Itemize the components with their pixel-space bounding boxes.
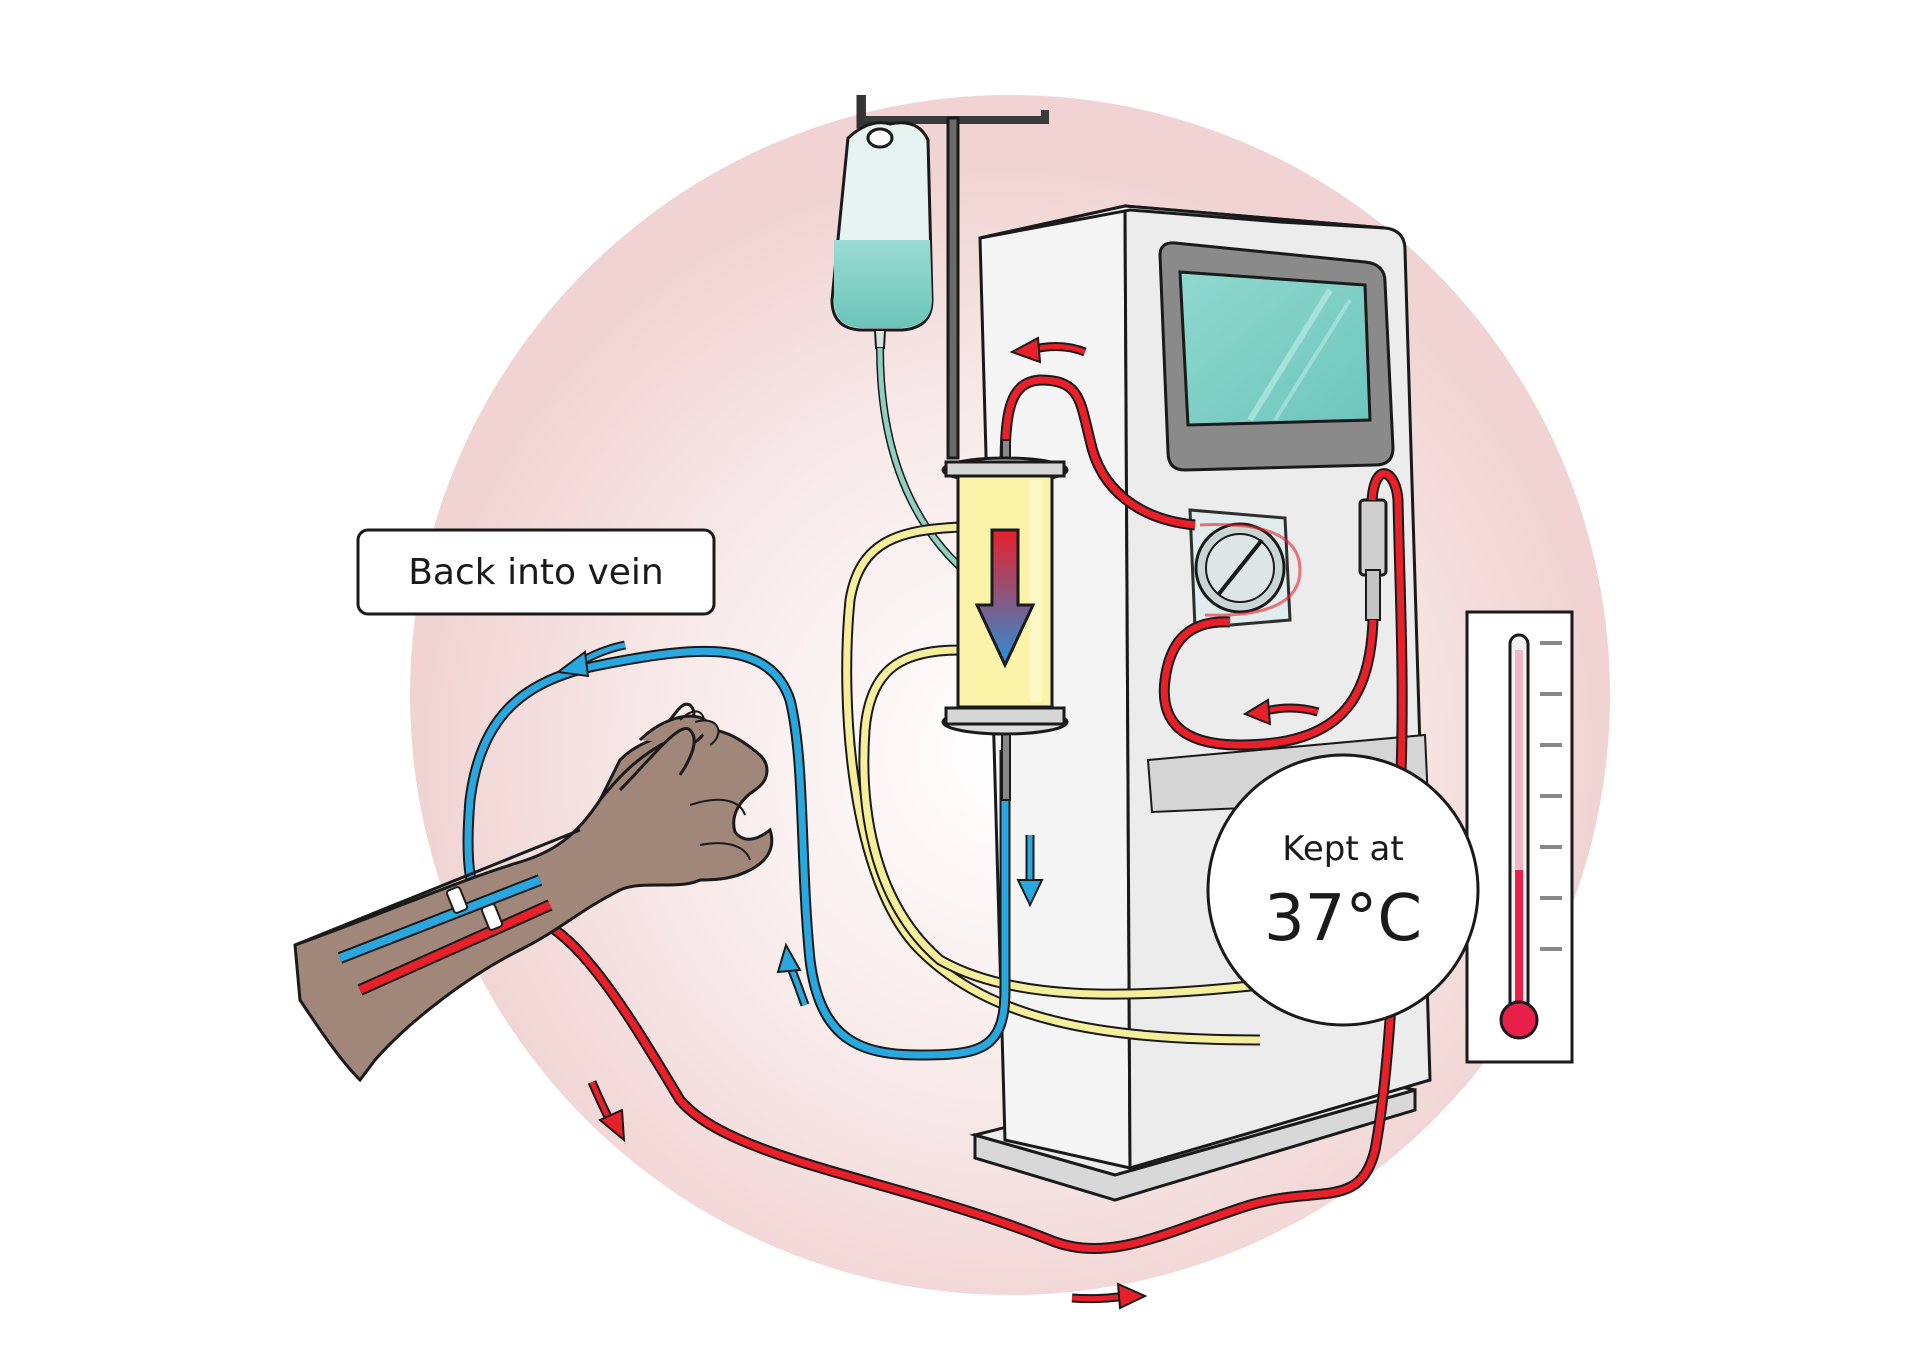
temperature-callout-line2: 37°C [1264,882,1422,956]
temperature-callout: Kept at 37°C [1206,753,1480,1027]
flow-arrows [555,336,1320,1310]
temperature-callout-line1: Kept at [1282,829,1403,869]
iv-bag-icon [830,95,1049,584]
hand-icon [293,702,774,1083]
vein-callout-text: Back into vein [408,552,664,593]
dialyzer-filter-icon [941,439,1069,801]
blood-pump-icon [1188,508,1302,630]
thermometer-icon [1465,610,1574,1064]
dialysate-lines [841,521,1261,1046]
vein-callout: Back into vein [356,528,716,616]
